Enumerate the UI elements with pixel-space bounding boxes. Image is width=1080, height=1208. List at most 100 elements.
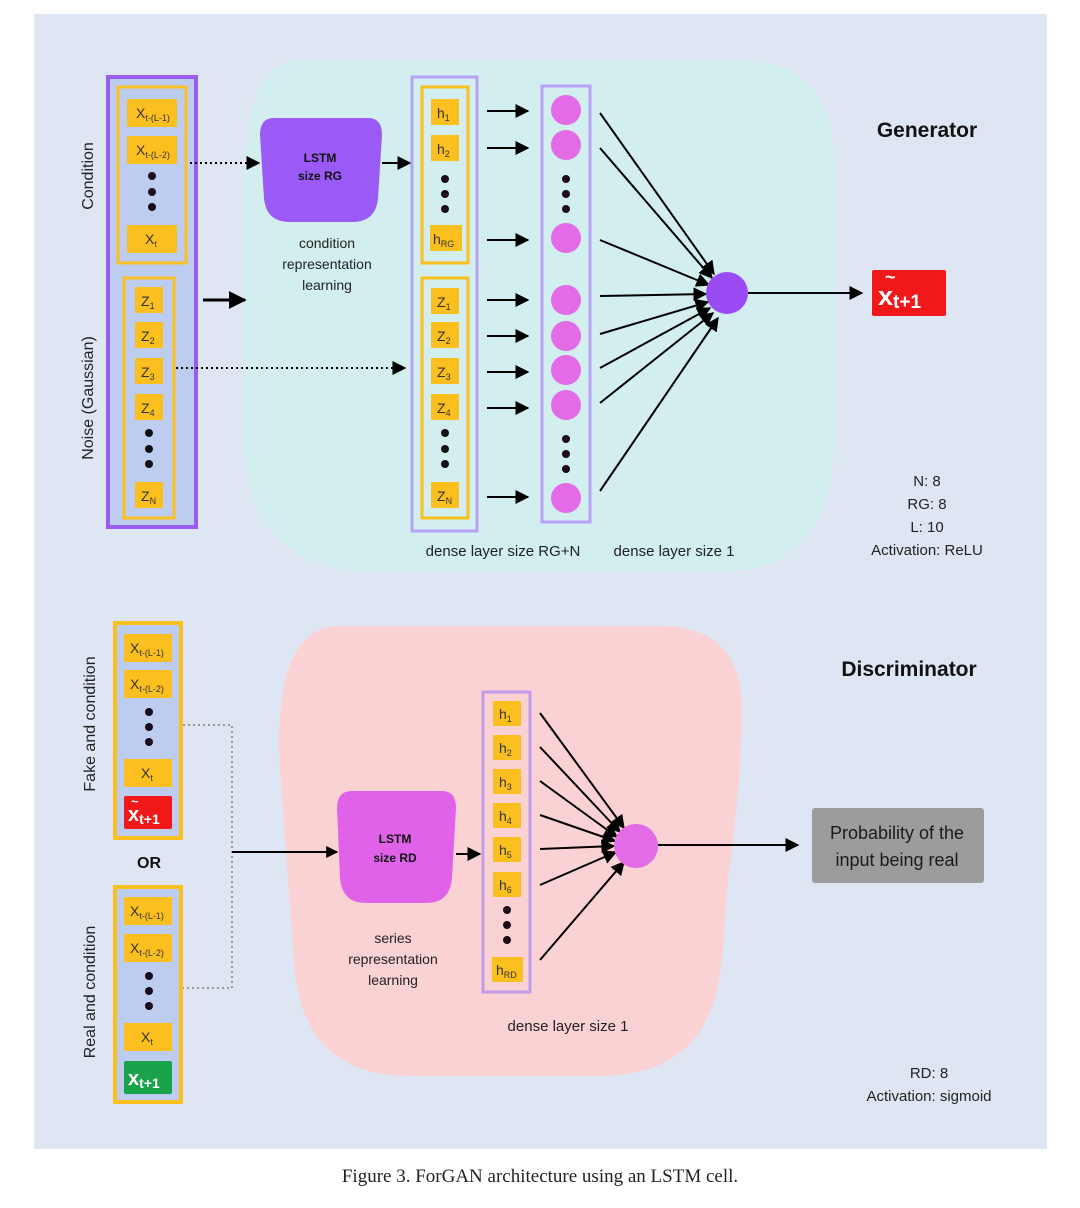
svg-text:ZN: ZN — [141, 488, 156, 506]
generator-output-box: xt+1 ~ — [872, 267, 946, 316]
disc-hidden-ellipsis — [503, 906, 511, 944]
disc-hidden-unit-0: h1 — [493, 701, 521, 726]
svg-text:h1: h1 — [499, 706, 512, 724]
disc-hidden-unit-1: h2 — [493, 735, 521, 760]
condition-label: Condition — [80, 142, 97, 210]
svg-text:Z1: Z1 — [141, 293, 155, 311]
svg-text:h2: h2 — [499, 740, 512, 758]
cond-rep-label-3: learning — [302, 277, 352, 293]
svg-text:h5: h5 — [499, 842, 512, 860]
noise-input-4: ZN — [135, 482, 163, 508]
disc-hidden-unit-6: hRD — [492, 957, 523, 982]
or-label: OR — [137, 855, 161, 872]
svg-text:Z2: Z2 — [437, 328, 451, 346]
dense-layer-1 — [540, 84, 592, 524]
condition-input-1: Xt-(L-2) — [127, 136, 177, 164]
noise-ellipsis — [145, 429, 153, 468]
dense-noise-unit-0: Z1 — [431, 288, 459, 314]
fake-label: Fake and condition — [82, 656, 99, 791]
condition-input-2: Xt — [127, 225, 177, 253]
hidden-group — [420, 85, 470, 265]
probability-text-2: input being real — [835, 850, 958, 870]
svg-text:RD: 8: RD: 8 — [910, 1065, 948, 1082]
disc-hidden-unit-5: h6 — [493, 872, 521, 897]
real-input-0: Xt-(L-1) — [124, 897, 172, 925]
series-rep-label-1: series — [374, 930, 411, 946]
svg-text:Z3: Z3 — [437, 364, 451, 382]
lstm-rd-label-2: size RD — [373, 851, 417, 865]
svg-text:xt+1: xt+1 — [878, 281, 921, 313]
svg-text:~: ~ — [885, 267, 896, 287]
fake-output-box: xt+1 ~ — [124, 794, 172, 829]
disc-hidden-unit-2: h3 — [493, 769, 521, 794]
svg-text:Z1: Z1 — [437, 294, 451, 312]
discriminator-params: RD: 8 Activation: sigmoid — [866, 1065, 991, 1105]
noise-input-0: Z1 — [135, 287, 163, 313]
series-rep-label-2: representation — [348, 951, 438, 967]
fake-input-2: Xt — [124, 759, 172, 787]
dense-noise-ellipsis — [441, 429, 449, 468]
dense-nodes-ellipsis-1 — [562, 175, 570, 213]
noise-input-1: Z2 — [135, 322, 163, 348]
hidden-ellipsis — [441, 175, 449, 213]
svg-text:Z3: Z3 — [141, 364, 155, 382]
lstm-rd-block — [337, 791, 456, 903]
svg-text:Xt-(L-2): Xt-(L-2) — [130, 676, 164, 694]
svg-text:h4: h4 — [499, 808, 512, 826]
dense-connection-arrows — [487, 104, 530, 504]
probability-box — [812, 808, 984, 883]
svg-text:Z4: Z4 — [141, 400, 155, 418]
noise-group — [122, 276, 176, 520]
svg-text:Xt: Xt — [141, 1029, 153, 1047]
real-ellipsis — [145, 972, 153, 1010]
generator-region — [245, 60, 835, 572]
svg-text:Z2: Z2 — [141, 328, 155, 346]
disc-hidden-unit-3: h4 — [493, 803, 521, 828]
svg-text:Z4: Z4 — [437, 400, 451, 418]
lstm-rg-label-2: size RG — [298, 169, 342, 183]
dense-noise-unit-4: ZN — [431, 482, 459, 508]
dense-noise-unit-3: Z4 — [431, 394, 459, 420]
discriminator-output-node — [614, 824, 658, 868]
hidden-unit-0: h1 — [431, 99, 459, 125]
svg-text:h6: h6 — [499, 877, 512, 895]
svg-text:Activation: sigmoid: Activation: sigmoid — [866, 1088, 991, 1105]
noise-label: Noise (Gaussian) — [80, 336, 97, 460]
dense-noise-group — [420, 276, 470, 520]
lstm-rg-label-1: LSTM — [304, 151, 337, 165]
cond-rep-label-1: condition — [299, 235, 355, 251]
real-input-1: Xt-(L-2) — [124, 934, 172, 962]
svg-text:hRD: hRD — [496, 962, 517, 980]
generator-params: N: 8 RG: 8 L: 10 Activation: ReLU — [871, 473, 983, 559]
svg-text:~: ~ — [131, 794, 139, 809]
condition-ellipsis — [148, 172, 156, 211]
svg-text:Xt-(L-1): Xt-(L-1) — [130, 640, 164, 658]
hidden-unit-2: hRG — [430, 225, 462, 251]
discriminator-title: Discriminator — [841, 658, 976, 681]
fake-input-1: Xt-(L-2) — [124, 670, 172, 698]
input-connector — [183, 724, 233, 989]
hidden-unit-1: h2 — [431, 135, 459, 161]
disc-hidden-unit-4: h5 — [493, 837, 521, 862]
architecture-diagram: Generator Condition Noise (Gaussian) Xt-… — [80, 60, 992, 1105]
svg-text:xt+1: xt+1 — [128, 1068, 160, 1091]
disc-dense-label: dense layer size 1 — [508, 1018, 629, 1035]
svg-text:h2: h2 — [437, 141, 450, 159]
svg-text:Xt-(L-2): Xt-(L-2) — [130, 940, 164, 958]
noise-input-2: Z3 — [135, 358, 163, 384]
svg-text:Xt-(L-1): Xt-(L-1) — [136, 105, 170, 123]
real-label: Real and condition — [82, 926, 99, 1059]
real-output-box: xt+1 — [124, 1061, 172, 1094]
discriminator-dense-layer — [481, 690, 532, 994]
svg-text:Xt: Xt — [141, 765, 153, 783]
svg-text:N: 8: N: 8 — [913, 473, 941, 490]
fake-input-0: Xt-(L-1) — [124, 634, 172, 662]
dense-label-1: dense layer size 1 — [614, 543, 735, 560]
condition-input-0: Xt-(L-1) — [127, 99, 177, 127]
svg-text:L: 10: L: 10 — [910, 519, 943, 536]
svg-text:h3: h3 — [499, 774, 512, 792]
dense-label-rgn: dense layer size RG+N — [426, 543, 581, 560]
svg-text:Activation: ReLU: Activation: ReLU — [871, 542, 983, 559]
series-rep-label-3: learning — [368, 972, 418, 988]
dense-nodes — [551, 95, 581, 513]
